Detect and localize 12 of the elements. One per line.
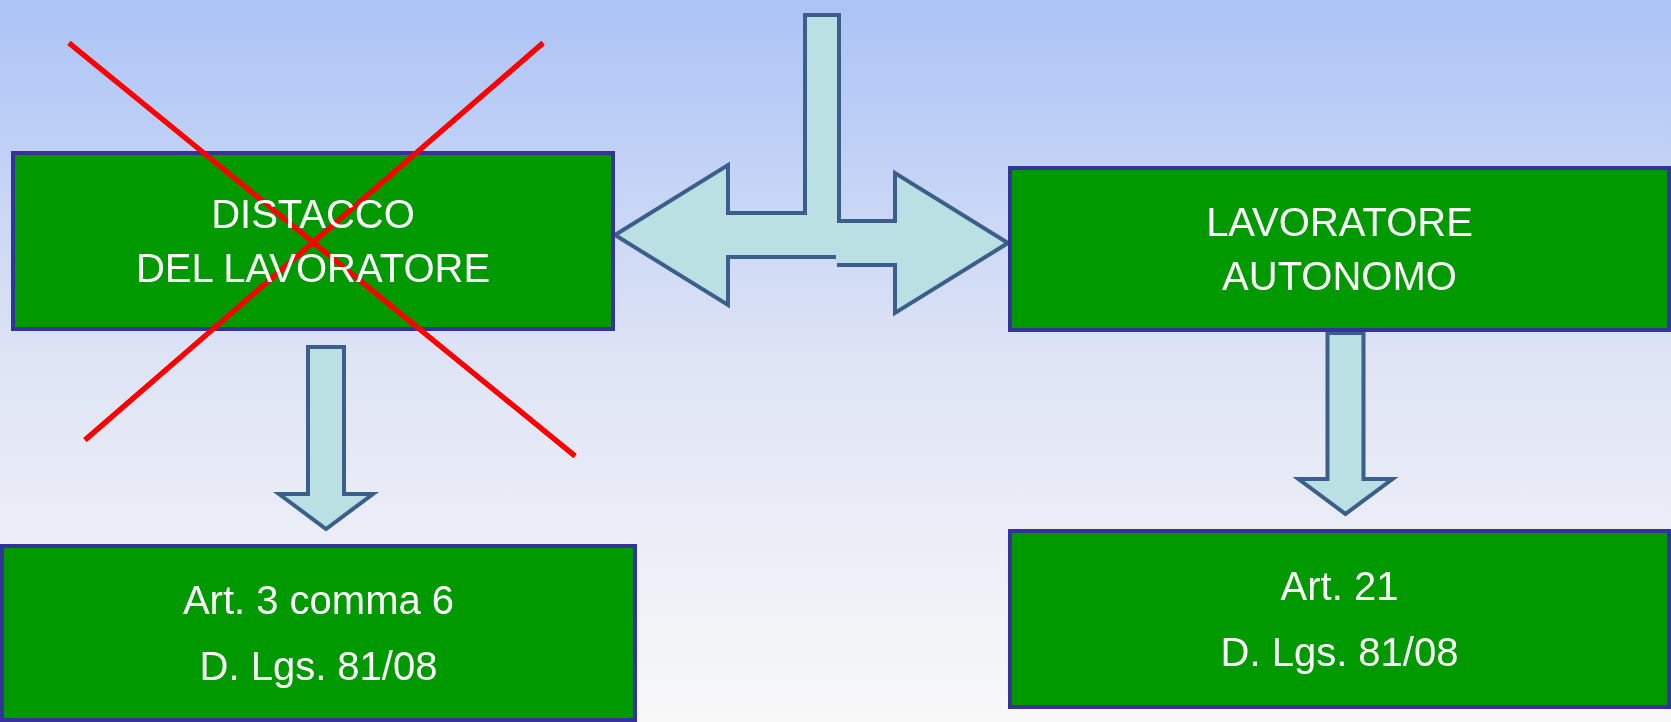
- box-text: D. Lgs. 81/08: [1220, 629, 1459, 676]
- box-text: Art. 3 comma 6: [182, 577, 455, 624]
- block-arrow: [1292, 331, 1399, 517]
- box-text: LAVORATORE: [1206, 199, 1473, 246]
- process-box: [0, 544, 637, 722]
- box-text: AUTONOMO: [1222, 253, 1457, 300]
- process-box: [11, 151, 615, 331]
- block-arrow: [272, 345, 380, 532]
- box-text: Art. 21: [1280, 563, 1399, 610]
- box-text: D. Lgs. 81/08: [199, 643, 438, 690]
- process-box: [1008, 529, 1671, 709]
- process-box: [1008, 166, 1671, 332]
